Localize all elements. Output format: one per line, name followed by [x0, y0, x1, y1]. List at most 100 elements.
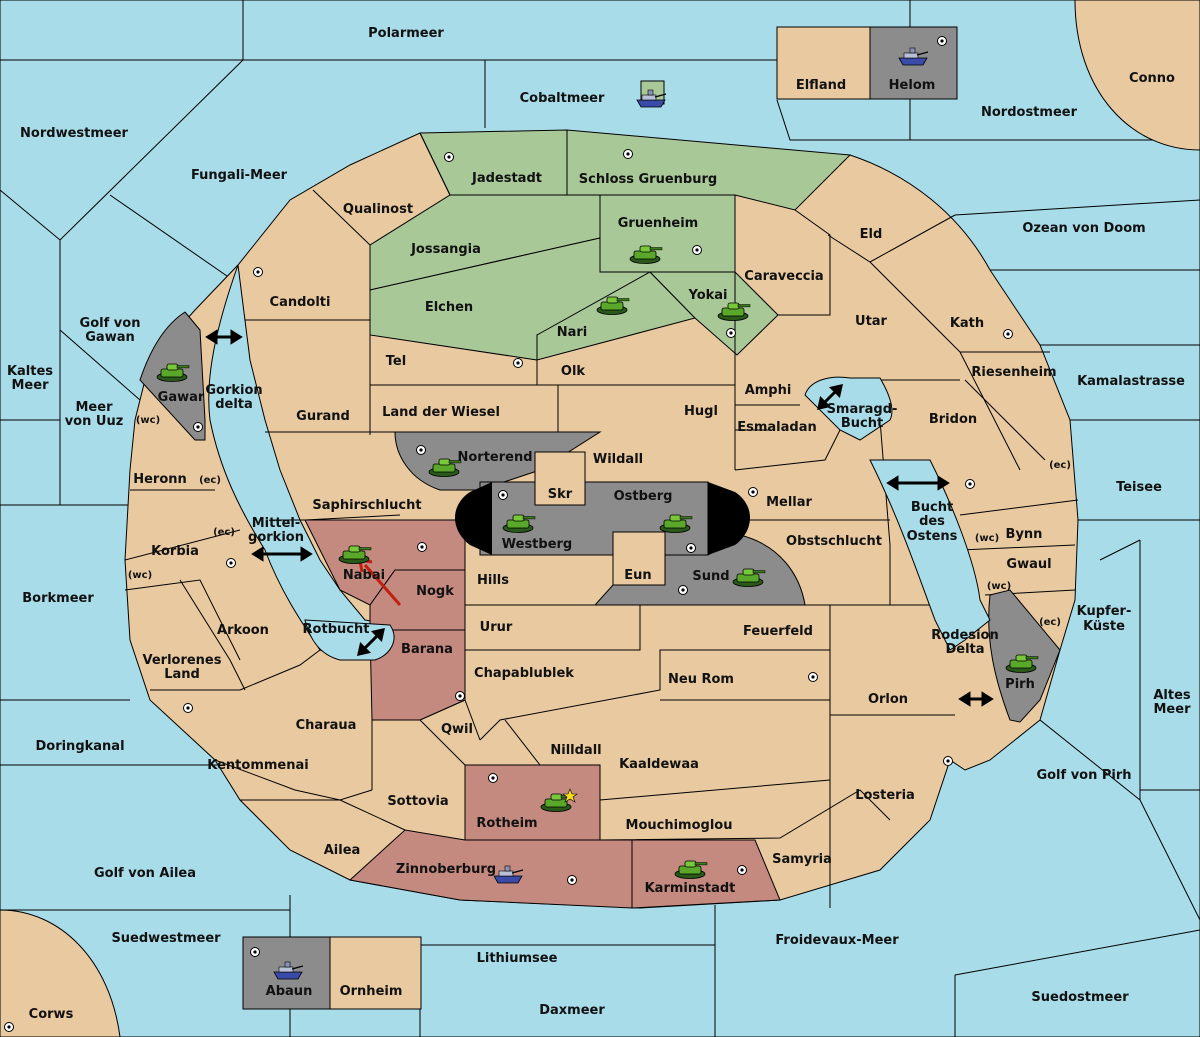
label-nilldall: Nilldall [550, 743, 601, 758]
label-chapablublek: Chapablublek [474, 666, 574, 681]
label-froidevaux-meer: Froidevaux-Meer [775, 933, 899, 948]
label-gurand: Gurand [296, 409, 350, 424]
region-yokai[interactable] [648, 271, 779, 356]
label-qualinost: Qualinost [343, 202, 413, 217]
label-wildall: Wildall [593, 452, 643, 467]
label-smaragd-bucht-2: Bucht [841, 416, 883, 431]
region-conno[interactable] [1074, 0, 1200, 151]
label-mouchimoglou: Mouchimoglou [626, 818, 733, 833]
label-borkmeer: Borkmeer [22, 591, 94, 606]
label-barana: Barana [401, 642, 453, 657]
label-gorkion-delta-1: Gorkion [205, 383, 262, 398]
label-hugl: Hugl [684, 404, 718, 419]
label-urur: Urur [480, 620, 513, 635]
label-skr: Skr [548, 487, 573, 502]
label-elchen: Elchen [425, 300, 473, 315]
label-candolti: Candolti [270, 295, 331, 310]
star-icon [562, 788, 578, 803]
region-gruenheim[interactable] [599, 194, 736, 273]
region-barana[interactable] [369, 629, 466, 721]
label-ornheim: Ornheim [340, 984, 403, 999]
label-elfland: Elfland [796, 78, 846, 93]
label-feuerfeld: Feuerfeld [743, 624, 813, 639]
label-arkoon: Arkoon [217, 623, 269, 638]
label-ozean-von-doom: Ozean von Doom [1022, 221, 1145, 236]
label-rodesion-delta-1: Rodesion [931, 628, 998, 643]
label-kupfer-kueste-2: Küste [1083, 619, 1125, 634]
label-qwil: Qwil [441, 722, 473, 737]
label-bucht-des-ostens-3: Ostens [907, 529, 958, 544]
label-abaun: Abaun [266, 984, 313, 999]
label-gwaul-wc: (wc) [987, 581, 1011, 592]
label-ostberg: Ostberg [614, 489, 673, 504]
label-bynn-wc: (wc) [975, 533, 999, 544]
label-nari: Nari [557, 325, 588, 340]
label-yokai: Yokai [687, 288, 727, 303]
label-kaltes-meer-1: Kaltes [7, 364, 53, 379]
label-suedostmeer: Suedostmeer [1031, 990, 1129, 1005]
label-esmaladan: Esmaladan [737, 420, 817, 435]
region-labels: Polarmeer Cobaltmeer Elfland Helom Conno… [7, 26, 1191, 1022]
bucht-des-ostens-lake [869, 459, 991, 651]
label-zinnoberburg: Zinnoberburg [396, 862, 496, 877]
label-verlorenes-land-2: Land [164, 667, 200, 682]
label-eun: Eun [624, 568, 651, 583]
label-korbia-ec: (ec) [213, 527, 235, 538]
label-kaltes-meer-2: Meer [12, 378, 50, 393]
label-pirh: Pirh [1005, 677, 1035, 692]
label-helom: Helom [889, 78, 936, 93]
label-land-der-wiesel: Land der Wiesel [382, 405, 500, 420]
label-westberg: Westberg [502, 537, 572, 552]
label-gawar: Gawar [158, 390, 205, 405]
label-utar: Utar [855, 314, 888, 329]
label-suedwestmeer: Suedwestmeer [111, 931, 221, 946]
label-nordwestmeer: Nordwestmeer [20, 126, 128, 141]
label-bridon: Bridon [929, 412, 977, 427]
region-corws[interactable] [0, 909, 121, 1037]
region-elfland[interactable] [776, 26, 871, 100]
label-kupfer-kueste-1: Kupfer- [1077, 604, 1132, 619]
label-jossangia: Jossangia [410, 242, 481, 257]
label-gorkion-delta-2: delta [215, 397, 253, 412]
label-mittelgorkion-1: Mittel- [252, 516, 301, 531]
label-golf-von-gawan-1: Golf von [80, 316, 141, 331]
label-rodesion-delta-2: Delta [945, 642, 984, 657]
label-mittelgorkion-2: gorkion [248, 530, 304, 545]
region-karminstadt[interactable] [631, 839, 781, 909]
label-polarmeer: Polarmeer [368, 26, 444, 41]
label-gwaul: Gwaul [1006, 557, 1051, 572]
label-norterend: Norterend [457, 450, 532, 465]
smaragd-bucht-lake [804, 376, 893, 441]
label-neu-rom: Neu Rom [668, 672, 734, 687]
region-ornheim[interactable] [329, 936, 422, 1010]
label-altes-meer-1: Altes [1153, 688, 1191, 703]
label-cobaltmeer: Cobaltmeer [520, 91, 605, 106]
label-rotbucht: Rotbucht [303, 622, 370, 637]
label-gruenheim: Gruenheim [618, 216, 698, 231]
label-altes-meer-2: Meer [1154, 702, 1192, 717]
label-bynn: Bynn [1006, 527, 1043, 542]
label-smaragd-bucht-1: Smaragd- [827, 402, 898, 417]
label-gawar-wc: (wc) [136, 415, 160, 426]
label-heronn: Heronn [133, 472, 187, 487]
black-cap-west [455, 482, 492, 555]
label-sottovia: Sottovia [387, 794, 448, 809]
label-riesenheim: Riesenheim [971, 365, 1056, 380]
label-mellar: Mellar [766, 495, 812, 510]
label-obstschlucht: Obstschlucht [786, 534, 882, 549]
label-bucht-des-ostens-1: Bucht [911, 500, 953, 515]
label-nabai: Nabai [343, 568, 385, 583]
region-skr[interactable] [534, 451, 586, 506]
label-meer-von-uuz-2: von Uuz [65, 414, 124, 429]
label-pirh-ec: (ec) [1039, 617, 1061, 628]
region-eun[interactable] [612, 531, 666, 586]
label-golf-von-ailea: Golf von Ailea [94, 866, 196, 881]
label-losteria: Losteria [855, 788, 915, 803]
label-hills: Hills [477, 573, 509, 588]
label-ailea: Ailea [324, 843, 361, 858]
label-nogk: Nogk [416, 584, 454, 599]
label-korbia: Korbia [151, 544, 199, 559]
label-saphirschlucht: Saphirschlucht [312, 498, 421, 513]
label-conno: Conno [1129, 71, 1175, 86]
